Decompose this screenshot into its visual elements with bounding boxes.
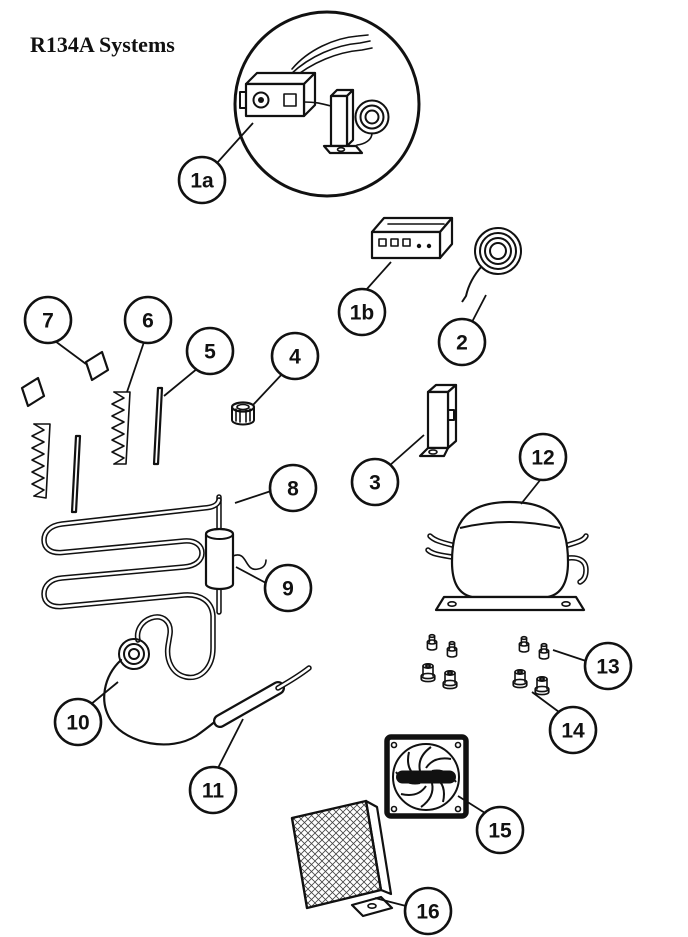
callout-label: 5 [204,341,216,364]
callout-12: 12 [518,432,568,482]
leader-line [163,367,199,397]
part-filter-drier [213,665,312,728]
callout-10: 10 [53,697,103,747]
part-bracket [418,383,458,458]
part-accumulator [204,527,267,591]
callout-label: 1a [190,170,214,193]
callout-label: 4 [289,346,301,369]
part-compressor [425,500,589,612]
callout-label: 2 [456,332,468,355]
part-grommets-13 [426,633,550,660]
callout-label: 12 [531,447,554,470]
callout-label: 9 [282,578,294,601]
leader-line [374,897,407,907]
part-fan [384,734,469,819]
callout-8: 8 [268,463,318,513]
leader-line [520,478,542,505]
callout-label: 8 [287,478,299,501]
callout-1a: 1a [177,155,227,205]
callout-6: 6 [123,295,173,345]
thermostat-drawing [239,34,390,155]
callout-15: 15 [475,805,525,855]
callout-label: 6 [142,310,154,333]
callout-11: 11 [188,765,238,815]
leader-line [531,691,560,713]
leader-line [457,795,486,814]
leader-line [552,649,587,662]
leader-line [89,681,119,706]
part-condenser [290,799,394,918]
part-heat-exchanger-coil [103,638,219,746]
leader-line [252,371,285,406]
callout-label: 1b [350,302,375,325]
callout-label: 7 [42,310,54,333]
leader-lines [54,122,587,907]
callout-13: 13 [583,641,633,691]
part-control-module [370,216,454,260]
callout-label: 3 [369,472,381,495]
callout-4: 4 [270,331,320,381]
leader-line [235,566,267,584]
callout-3: 3 [350,457,400,507]
leader-line [365,261,392,291]
page-title: R134A Systems [30,32,175,57]
callout-14: 14 [548,705,598,755]
callout-16: 16 [403,886,453,936]
callout-5: 5 [185,326,235,376]
callout-label: 14 [561,720,585,743]
callout-label: 13 [596,656,619,679]
callout-9: 9 [263,563,313,613]
callout-7: 7 [23,295,73,345]
callout-1b: 1b [337,287,387,337]
leader-line [54,340,87,365]
callout-label: 15 [488,820,512,843]
part-grommets-14 [420,662,550,696]
part-rods [70,386,164,514]
callout-2: 2 [437,317,487,367]
part-fin-strips [20,350,131,499]
callout-label: 16 [416,901,439,924]
leader-line [471,294,487,323]
part-capillary-coil [461,227,522,303]
leader-line [126,341,145,393]
detail-circle-1a [233,10,421,198]
callouts: 1a 1b 2 3 4 5 6 7 [23,155,633,936]
leader-line [388,434,425,467]
leader-line [216,122,254,164]
part-valve-nut [230,401,256,426]
callout-label: 10 [66,712,89,735]
callout-label: 11 [202,780,225,803]
leader-line [234,490,272,504]
leader-line [217,718,244,769]
